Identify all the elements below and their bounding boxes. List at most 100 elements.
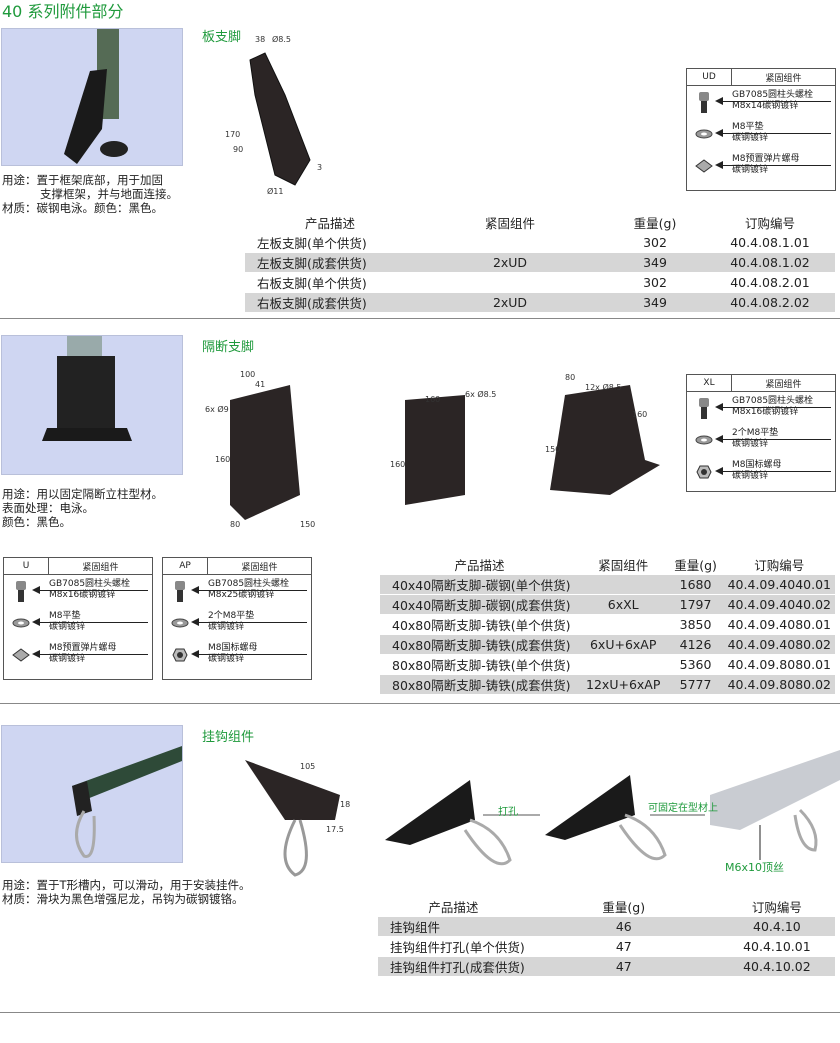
sections-table-rows: 46 (528, 916, 719, 937)
sections-desc: 颜色：黑色。 (2, 515, 71, 529)
sections-desc: 用途：用以固定隔断立柱型材。 (2, 487, 163, 501)
sections-table-headers: 订购编号 (705, 213, 835, 233)
boxes-xl-items: M8国标螺母 (732, 460, 782, 470)
sections-table-rows: 左板支脚(单个供货) (257, 236, 367, 251)
partition-foot-description: 用途：用以固定隔断立柱型材。表面处理：电泳。颜色：黑色。 (2, 487, 163, 529)
sections-dims: 38 (255, 35, 266, 44)
sections-table-rows: 右板支脚(单个供货) (257, 276, 367, 291)
boxes-ud-items: 碳钢镀锌 (732, 133, 769, 143)
sections-dims: 150 (545, 445, 561, 454)
sections-table-rows: 40x80隔断支脚-铸铁(成套供货) (380, 634, 579, 655)
sections-table-headers: 紧固组件 (578, 555, 668, 575)
divider (0, 1012, 840, 1013)
boxes-xl-items: M8x16碳钢镀锌 (732, 407, 799, 417)
sections-table-rows (415, 273, 605, 293)
sections-table-rows: 40.4.08.1.01 (730, 235, 810, 250)
partition-foot-photo (1, 335, 183, 475)
boxes-u-items: M8预置弹片螺母 (49, 643, 117, 653)
sections-table-rows: 40x40隔断支脚-碳钢(单个供货) (380, 574, 579, 595)
sections-table-headers: 紧固组件 (415, 213, 605, 233)
sections-table-rows: 80x80隔断支脚-铸铁(单个供货) (392, 658, 571, 673)
arrow-icon (191, 586, 307, 594)
hook-drawing: 105 18 17.5 (240, 750, 350, 880)
sections-table-headers: 产品描述 (245, 213, 415, 233)
arrow-icon (191, 650, 307, 658)
sections-dims: 6x Ø9 (205, 405, 229, 414)
sections-table-rows: 1680 (667, 574, 724, 595)
sections-table-rows: 40.4.10.02 (718, 956, 835, 977)
sections-table-rows: 80x80隔断支脚-铸铁(成套供货) (380, 674, 579, 695)
sections-table-rows: 47 (528, 956, 719, 977)
sections-table-rows: 5360 (679, 657, 712, 672)
boxes-u-code: U (4, 558, 49, 574)
boxes-u-items: M8平垫 (49, 611, 81, 621)
sections-table-rows: 40.4.08.2.02 (705, 292, 835, 313)
sections-table-headers: 产品描述 (378, 897, 529, 917)
boxes-xl-code: XL (687, 375, 732, 391)
sections-dims: Ø8.5 (272, 35, 292, 44)
sections-table-rows: 349 (605, 252, 705, 273)
sections-dims: 12x Ø8.5 (585, 383, 622, 392)
sections-dims: 170 (225, 130, 241, 139)
sections-dims: Ø11 (267, 187, 284, 196)
sections-dims: 160 (215, 455, 231, 464)
sections-table-headers: 订购编号 (718, 897, 835, 917)
sections-table-rows: 40.4.09.4040.01 (723, 574, 835, 595)
sections-table-rows: 右板支脚(成套供货) (245, 292, 415, 313)
sections-dims: 80 (565, 373, 576, 382)
sections-table-rows: 挂钩组件打孔(成套供货) (378, 956, 529, 977)
sections-table-rows: 2xUD (415, 292, 605, 313)
sections-table-rows: 挂钩组件 (378, 916, 529, 937)
section-title-partition-foot: 隔断支脚 (202, 340, 255, 355)
boxes-ap-items: 碳钢镀锌 (208, 622, 245, 632)
boxes-xl-items: 碳钢镀锌 (732, 471, 769, 481)
sections-table-rows: 40.4.09.8080.02 (723, 674, 835, 695)
boxes-ud-items: 碳钢镀锌 (732, 165, 769, 175)
sections-table-rows: 3850 (679, 617, 712, 632)
hook-assembly-photo (1, 725, 183, 863)
boxes-ud-code: UD (687, 69, 732, 85)
boxes-ap-items: GB7085圆柱头螺栓 (208, 579, 290, 589)
boxes-ap-items: 碳钢镀锌 (208, 654, 245, 664)
sections-table-rows (578, 574, 668, 595)
washer-icon (171, 613, 189, 633)
sections-desc: 材质：滑块为黑色增强尼龙，吊钩为碳钢镀铬。 (2, 892, 244, 906)
partition-foot-table: 产品描述紧固组件重量(g)订购编号 40x40隔断支脚-碳钢(单个供货)1680… (380, 555, 835, 695)
boxes-ud-items: GB7085圆柱头螺栓 (732, 90, 814, 100)
boxes-ap-items: 2个M8平垫 (208, 611, 255, 621)
sections-desc: 用途：置于框架底部，用于加固 (2, 173, 163, 187)
arrow-icon (715, 403, 831, 411)
arrow-icon (715, 129, 831, 137)
sections-table-rows: 挂钩组件打孔(单个供货) (390, 940, 525, 955)
washer-icon (12, 613, 30, 633)
boxes-ap-code: AP (163, 558, 208, 574)
arrow-icon (715, 435, 831, 443)
arrow-icon (715, 97, 831, 105)
sections-table-headers: 订购编号 (723, 555, 835, 575)
divider (0, 318, 840, 319)
boxes-xl-items: 碳钢镀锌 (732, 439, 769, 449)
sections-table-rows (415, 233, 605, 253)
bolt-icon (12, 581, 30, 602)
sections-dims: 6x Ø8.5 (465, 390, 497, 399)
sections-dims: 80 (230, 520, 241, 529)
sections-dims: 150 (300, 520, 316, 529)
sections-table-rows: 40.4.10.01 (743, 939, 811, 954)
hook-assembly-description: 用途：置于T形槽内，可以滑动，用于安装挂件。材质：滑块为黑色增强尼龙，吊钩为碳钢… (2, 878, 251, 906)
boxes-u-items: 碳钢镀锌 (49, 622, 86, 632)
sections-dims: 100 (240, 370, 256, 379)
sections-table-headers: 重量(g) (605, 213, 705, 233)
plate-foot-photo (1, 28, 183, 166)
boxes-ud-items: M8预置弹片螺母 (732, 154, 800, 164)
